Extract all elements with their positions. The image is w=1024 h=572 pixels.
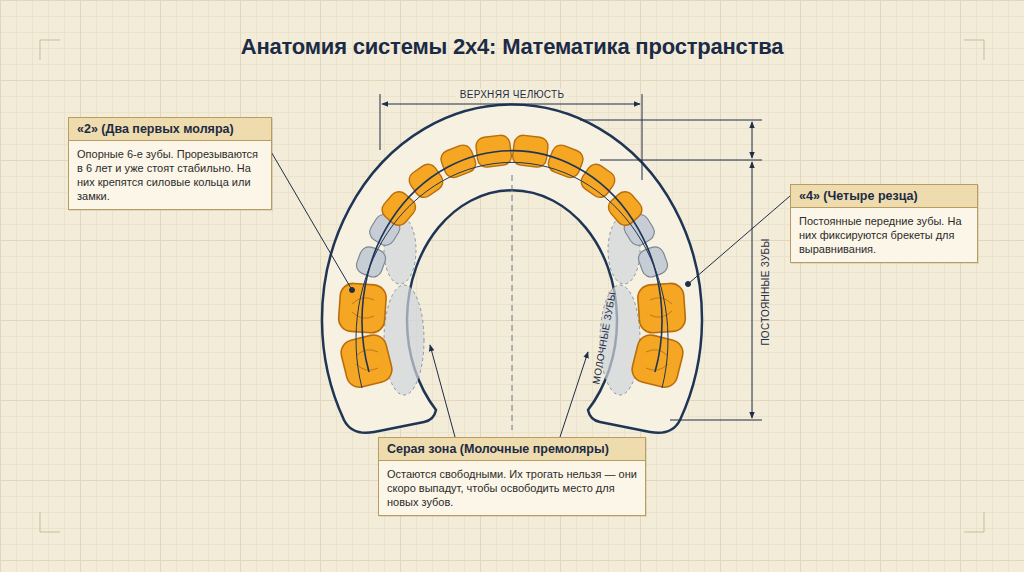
height-dimension xyxy=(580,120,762,420)
arch-wire xyxy=(356,151,668,388)
callout-text: Остаются свободными. Их трогать нельзя —… xyxy=(379,461,645,515)
molar-teeth xyxy=(338,283,686,390)
diagram-title: Анатомия системы 2x4: Математика простра… xyxy=(0,34,1024,60)
callout-heading: «2» (Два первых моляра) xyxy=(69,118,271,141)
dimension-label: ВЕРХНЯЯ ЧЕЛЮСТЬ xyxy=(456,89,569,100)
callout-heading: «4» (Четыре резца) xyxy=(791,185,977,208)
callout-box: «4» (Четыре резца)Постоянные передние зу… xyxy=(790,184,978,263)
callout-text: Опорные 6-е зубы. Прорезываются в 6 лет … xyxy=(69,141,271,209)
gray-zone xyxy=(384,216,640,395)
corner-marks xyxy=(40,40,984,532)
callout-heading: Серая зона (Молочные премоляры) xyxy=(379,438,645,461)
midline xyxy=(512,175,513,430)
callout-box: «2» (Два первых моляра)Опорные 6-е зубы.… xyxy=(68,117,272,210)
front-teeth xyxy=(378,134,645,229)
dimension-label: ПОСТОЯННЫЕ ЗУБЫ xyxy=(760,238,771,345)
width-dimension xyxy=(380,94,642,180)
jaw-outline xyxy=(322,105,702,433)
callout-text: Постоянные передние зубы. На них фиксиру… xyxy=(791,208,977,262)
callout-box: Серая зона (Молочные премоляры)Остаются … xyxy=(378,437,646,516)
leader-lines xyxy=(256,126,790,437)
